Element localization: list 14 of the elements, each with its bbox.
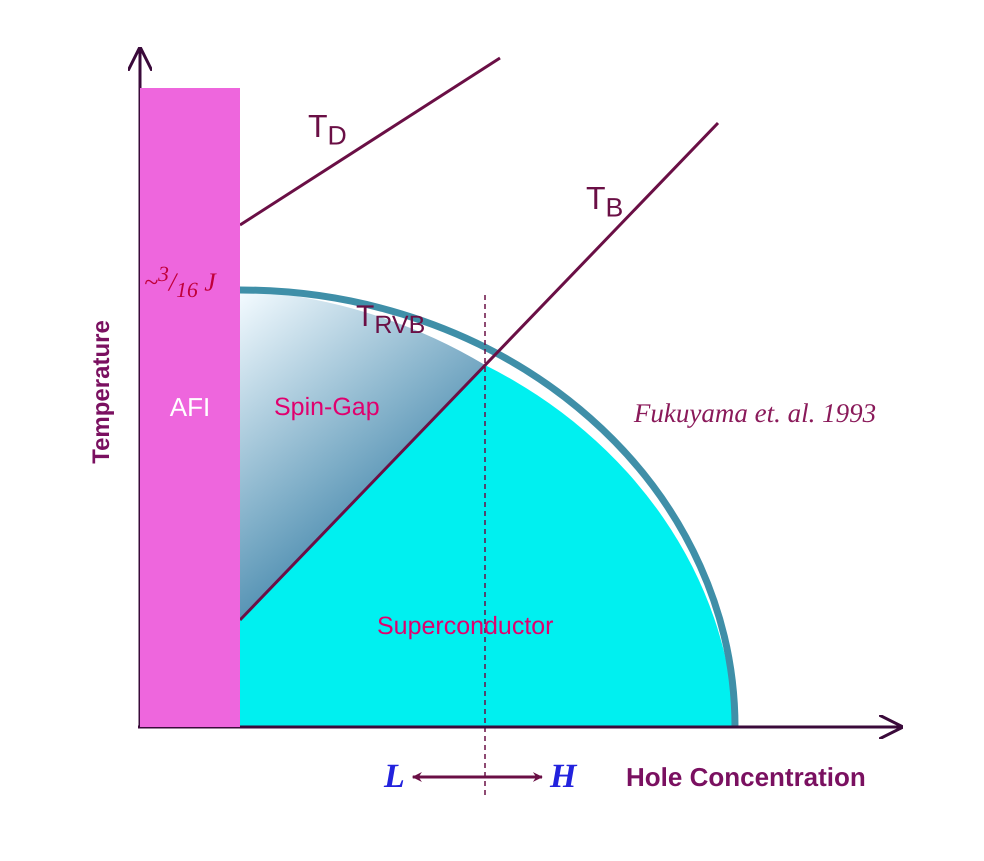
axis-title: Hole Concentration [626, 762, 866, 793]
curve-label: T$_{D}$ [308, 108, 347, 152]
axis-title: Temperature [88, 320, 116, 464]
afi-band [140, 88, 240, 727]
energy-scale-label: ~$^{3}$/$_{16}$ J [144, 262, 216, 303]
citation: Fukuyama et. al. 1993 [632, 398, 878, 429]
region-label: Spin-Gap [274, 393, 380, 422]
double-arrow [412, 772, 543, 782]
curve-label: T$_{B}$ [586, 180, 624, 224]
curve-label: T$_{RVB}$ [356, 300, 426, 340]
region-label: Superconductor [377, 612, 554, 641]
phase-label: AFI [170, 392, 210, 423]
end-label: H [550, 758, 576, 796]
end-label: L [384, 758, 405, 796]
